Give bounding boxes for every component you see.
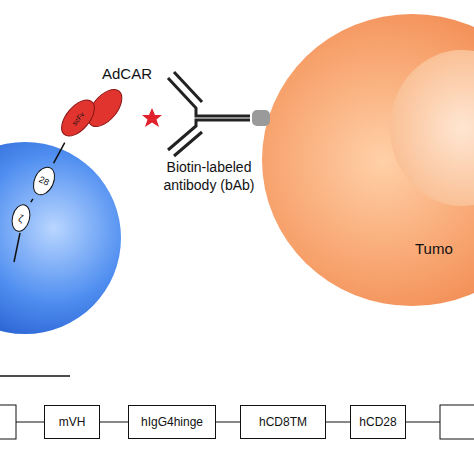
node-text: hCD28	[359, 415, 396, 429]
car-tail	[14, 233, 20, 262]
connector-line	[54, 143, 65, 164]
node-text: hCD8TM	[259, 415, 307, 429]
biotin-star	[142, 108, 162, 127]
node-shape	[29, 164, 58, 198]
construct-box	[0, 405, 16, 439]
connector-line	[326, 422, 350, 423]
node-shape	[55, 94, 100, 142]
tumor-nucleus	[390, 50, 474, 206]
construct-box: hCD8TM	[240, 405, 326, 439]
scale-line	[0, 375, 70, 377]
construct-box: hIgG4hinge	[128, 405, 216, 439]
antigen	[252, 110, 270, 126]
node-shape	[9, 203, 32, 233]
node-text: mVH	[59, 415, 86, 429]
connector-line	[100, 422, 128, 423]
connector-line	[216, 422, 240, 423]
tumor-cell	[262, 14, 474, 306]
node-text: Tumo	[415, 240, 453, 257]
construct-box	[440, 405, 474, 439]
construct-link	[16, 422, 44, 423]
t-cell	[0, 142, 121, 334]
construct-link	[406, 422, 440, 423]
construct-box: hCD28	[350, 405, 406, 439]
construct-name: AdCAR	[92, 64, 162, 84]
antibody-symbol	[168, 72, 250, 156]
node-text: hIgG4hinge	[141, 415, 203, 429]
molecule-label: Biotin-labeled antibody (bAb)	[150, 158, 268, 194]
tumor-cell-node: Tumo	[262, 14, 474, 306]
connector-line	[31, 199, 33, 202]
construct-box: mVH	[44, 405, 100, 439]
